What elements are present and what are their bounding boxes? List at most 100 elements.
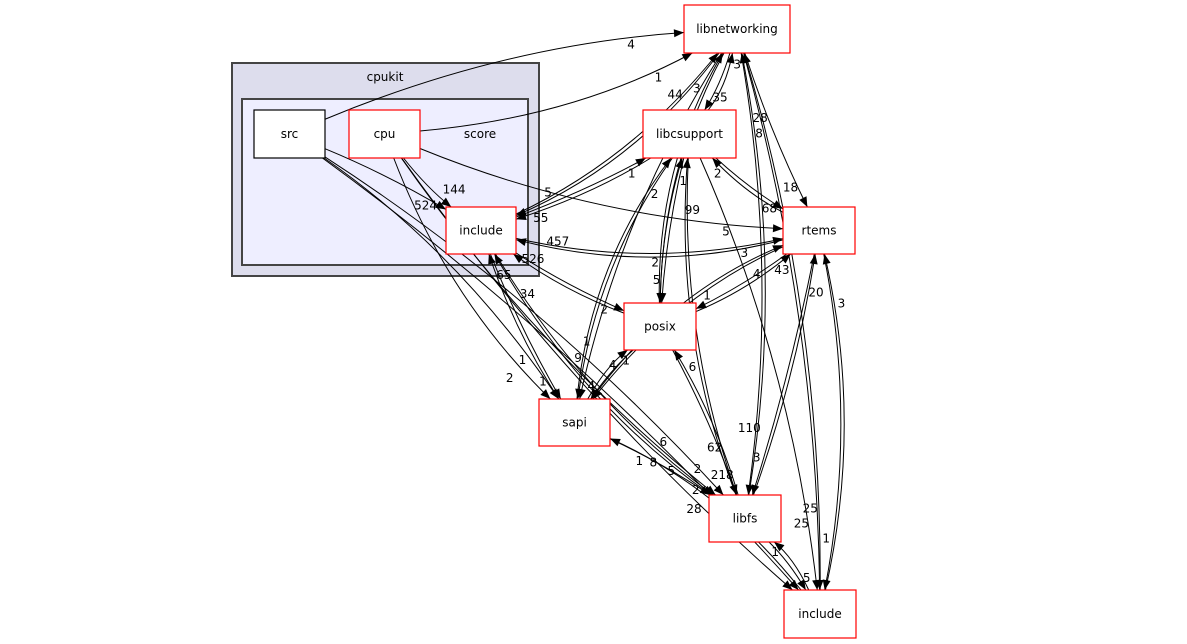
edge-posix-to-libcs[interactable]: [659, 157, 684, 304]
node-inc[interactable]: include: [445, 206, 517, 255]
edge-inc-to-posix[interactable]: [515, 252, 625, 312]
edge-label-libfs-to-libcs[interactable]: 99: [685, 203, 700, 217]
edge-posix-to-inc[interactable]: [512, 253, 625, 314]
edge-label-posix-to-libcs[interactable]: 1: [679, 174, 687, 188]
node-box[interactable]: [783, 589, 857, 639]
edge-label-inc-to-sapi[interactable]: 1: [539, 375, 547, 389]
node-label[interactable]: include: [459, 224, 502, 238]
edge-inc2-to-libnet[interactable]: [743, 52, 821, 591]
edge-libfs-to-inc[interactable]: [494, 253, 712, 496]
edge-label-libfs-to-inc[interactable]: 34: [520, 287, 535, 301]
edge-label-src-to-inc[interactable]: 524: [414, 198, 437, 212]
edge-label-cpu-to-rtems[interactable]: 5: [722, 224, 730, 238]
edge-rtems-to-libcs[interactable]: [711, 157, 784, 213]
edge-label-rtems-to-inc[interactable]: 457: [546, 235, 569, 249]
node-posix[interactable]: posix: [623, 302, 697, 351]
edge-libcs-to-libnet[interactable]: [707, 52, 735, 111]
edge-label-libcs-to-inc[interactable]: 55: [533, 211, 548, 225]
edge-sapi-to-posix[interactable]: [587, 349, 628, 400]
node-label[interactable]: src: [281, 127, 299, 141]
edge-label-libnet-to-rtems[interactable]: 18: [783, 181, 798, 195]
node-box[interactable]: [642, 109, 737, 159]
edge-cpu-to-inc[interactable]: [403, 157, 452, 208]
node-box[interactable]: [445, 206, 517, 255]
node-label[interactable]: libfs: [733, 512, 758, 526]
edge-label-cpu-to-sapi[interactable]: 2: [506, 371, 514, 385]
edge-label-libnet-to-libfs[interactable]: 110: [738, 421, 761, 435]
edge-label-libcs-to-rtems[interactable]: 68: [762, 201, 777, 215]
edge-label-inc-to-libfs[interactable]: 5: [667, 464, 675, 478]
edge-src-to-libnet[interactable]: [324, 29, 685, 120]
edge-label-libcs-to-libnet[interactable]: 3: [733, 58, 741, 72]
edge-label-libnet-to-sapi[interactable]: 1: [583, 335, 591, 349]
node-cpu[interactable]: cpu: [348, 109, 421, 159]
node-box[interactable]: [538, 398, 611, 447]
edge-posix-to-libnet[interactable]: [658, 52, 724, 304]
node-box[interactable]: [683, 4, 791, 54]
node-inc2[interactable]: include: [783, 589, 857, 639]
node-box[interactable]: [708, 494, 782, 543]
edge-label-sapi-to-libfs[interactable]: 2: [694, 462, 702, 476]
edge-sapi-to-libcs[interactable]: [576, 157, 672, 400]
edge-label-inc2-to-rtems[interactable]: 3: [838, 296, 846, 310]
edge-label-rtems-to-libfs[interactable]: 3: [753, 450, 761, 464]
edge-label-src-to-libfs[interactable]: 6: [659, 435, 667, 449]
node-box[interactable]: [348, 109, 421, 159]
edge-label-sapi-to-inc[interactable]: 65: [496, 268, 511, 282]
node-sapi[interactable]: sapi: [538, 398, 611, 447]
edge-libfs-to-posix[interactable]: [673, 349, 739, 496]
node-libnet[interactable]: libnetworking: [683, 4, 791, 54]
edge-label-inc-to-libcs[interactable]: 1: [628, 167, 636, 181]
edge-label-libnet-to-inc2[interactable]: 25: [803, 501, 818, 515]
node-box[interactable]: [782, 206, 856, 255]
edge-libfs-to-rtems[interactable]: [752, 253, 818, 496]
node-label[interactable]: libnetworking: [696, 22, 778, 36]
edge-posix-to-sapi[interactable]: [590, 349, 634, 400]
edge-label-inc-to-rtems[interactable]: 3: [740, 246, 748, 260]
edge-label-libnet-to-libcs[interactable]: 35: [712, 90, 727, 104]
edge-label-rtems-to-posix[interactable]: 1: [703, 288, 711, 302]
edge-inc-to-sapi[interactable]: [489, 253, 562, 400]
edge-label-cpu-to-libfs[interactable]: 8: [649, 455, 657, 469]
edge-label-cpu-to-libnet[interactable]: 1: [655, 71, 663, 85]
edge-label-posix-to-sapi[interactable]: 4: [588, 379, 596, 393]
edge-inc2-to-libfs[interactable]: [773, 541, 810, 591]
edge-label-libcs-to-libfs[interactable]: 62: [707, 441, 722, 455]
node-libcs[interactable]: libcsupport: [642, 109, 737, 159]
edge-label-inc2-to-sapi[interactable]: 1: [635, 454, 643, 468]
edge-label-libnet-to-posix[interactable]: 2: [651, 255, 659, 269]
edge-label-sapi-to-libcs[interactable]: 2: [651, 187, 659, 201]
node-label[interactable]: include: [798, 607, 841, 621]
edge-label-sapi-to-posix[interactable]: 1: [622, 353, 630, 367]
edge-sapi-to-inc[interactable]: [488, 253, 560, 400]
edge-label-libfs-to-libnet[interactable]: 28: [752, 111, 767, 125]
edge-label-src-to-inc2[interactable]: 2: [692, 483, 700, 497]
edge-label-inc-to-posix[interactable]: 2: [600, 302, 608, 316]
cluster-score-label[interactable]: score: [464, 127, 496, 141]
edge-rtems-to-libfs[interactable]: [751, 253, 815, 496]
edge-cpu-to-libnet[interactable]: [419, 52, 693, 132]
edge-label-rtems-to-sapi[interactable]: 4: [609, 358, 617, 372]
edge-label-libcs-to-sapi[interactable]: 9: [574, 351, 582, 365]
node-src[interactable]: src: [253, 109, 326, 159]
edge-label-inc-to-libnet[interactable]: 3: [693, 82, 701, 96]
edge-libcs-to-inc2[interactable]: [699, 157, 821, 591]
edge-label-libfs-to-rtems[interactable]: 20: [808, 285, 823, 299]
edge-cpu-to-rtems[interactable]: [419, 148, 784, 233]
node-rtems[interactable]: rtems: [782, 206, 856, 255]
edge-label-posix-to-rtems[interactable]: 43: [774, 263, 789, 277]
edge-label-posix-to-inc[interactable]: 526: [521, 252, 544, 266]
edge-src-to-libfs[interactable]: [324, 156, 724, 496]
edge-rtems-to-inc[interactable]: [515, 238, 784, 258]
edge-label-src-to-libnet[interactable]: 4: [627, 37, 635, 51]
edge-label-libfs-to-inc2[interactable]: 5: [803, 571, 811, 585]
edge-posix-to-rtems[interactable]: [695, 253, 792, 313]
cluster-cpukit-label[interactable]: cpukit: [367, 70, 404, 84]
edge-inc2-to-rtems[interactable]: [822, 253, 845, 591]
edge-label-libfs-to-posix[interactable]: 6: [689, 360, 697, 374]
node-libfs[interactable]: libfs: [708, 494, 782, 543]
node-box[interactable]: [623, 302, 697, 351]
edge-label-cpu-to-inc[interactable]: 144: [443, 183, 466, 197]
edge-label-sapi-to-rtems[interactable]: 4: [753, 267, 761, 281]
node-label[interactable]: sapi: [562, 416, 587, 430]
